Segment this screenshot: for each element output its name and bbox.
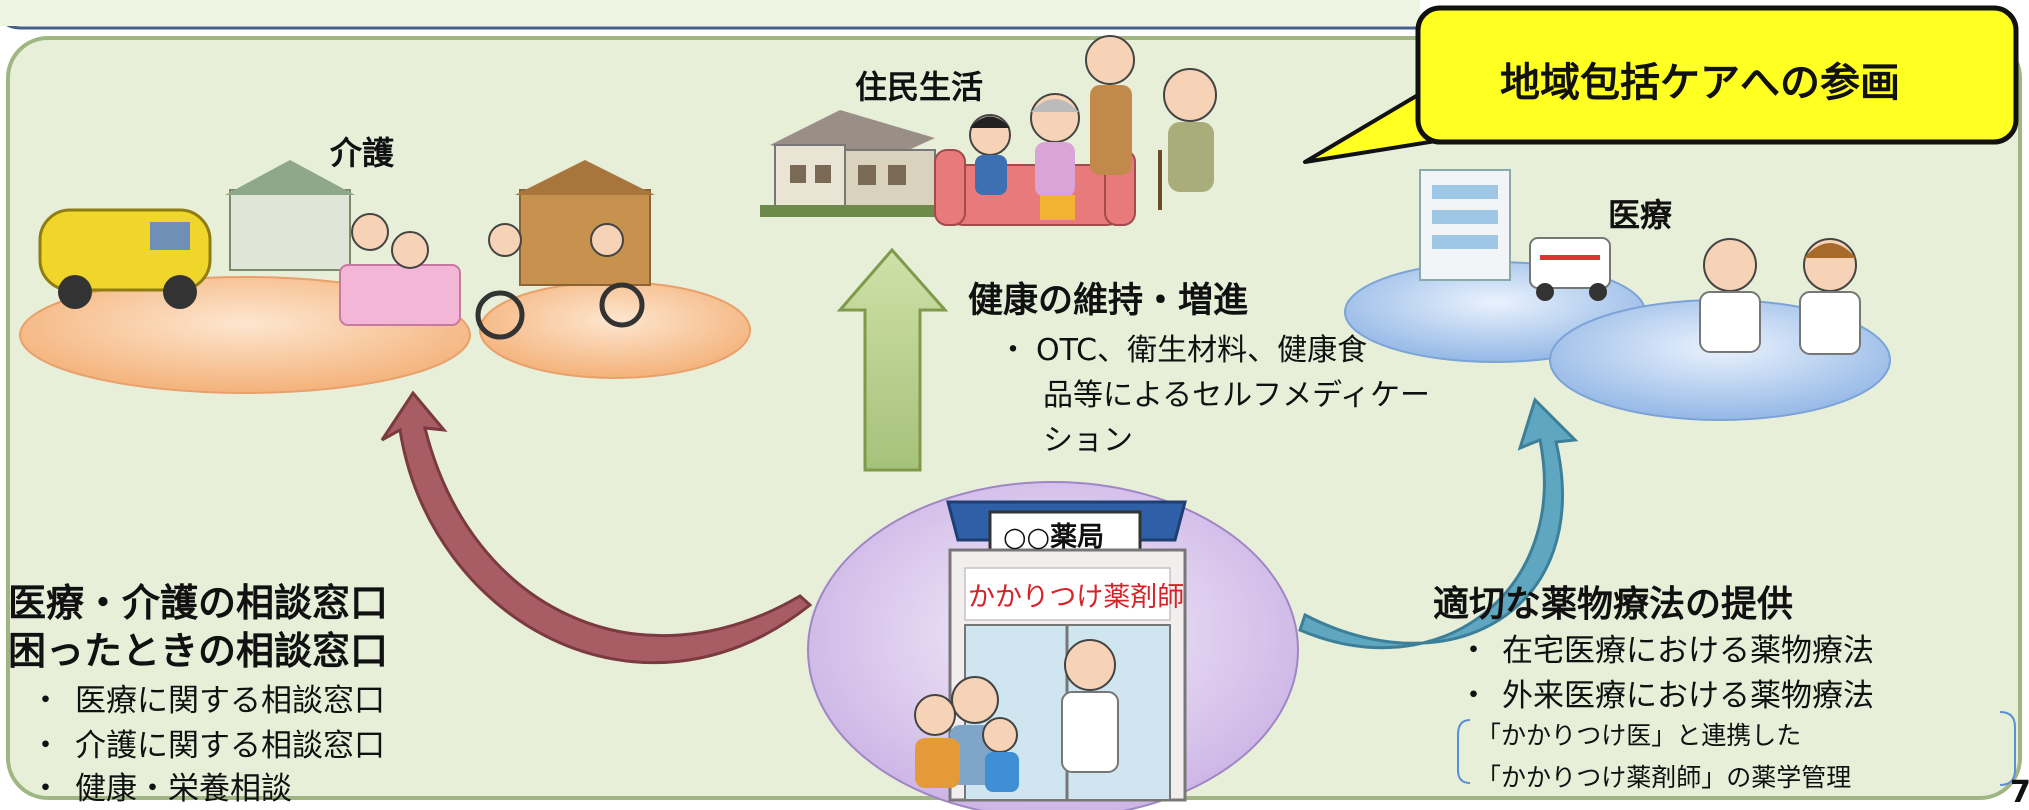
consultation-item-1: 医療に関する相談窓口 (75, 683, 385, 719)
pharmacotherapy-bullet-1: ・ (1458, 633, 1489, 669)
top-frame-fill (0, 0, 1420, 26)
consultation-bullet-1: ・ (30, 683, 61, 719)
pharmacotherapy-item-2: 外来医療における薬物療法 (1502, 678, 1874, 714)
note-bracket-right (1999, 711, 2016, 786)
health-line-1: OTC、衛生材料、健康食 (1036, 333, 1368, 368)
pharmacy-building (914, 500, 1187, 802)
health-bullet-mark: ・ (998, 333, 1028, 368)
consultation-item-3: 健康・栄養相談 (75, 771, 292, 807)
consultation-bullet-2: ・ (30, 728, 61, 764)
pharmacotherapy-item-1: 在宅医療における薬物療法 (1502, 633, 1874, 669)
nursing-ellipse-back (479, 281, 751, 379)
consultation-bullet-3: ・ (30, 771, 61, 807)
callout-title: 地域包括ケアへの参画 (1500, 60, 1900, 106)
pharmacotherapy-bullet-2: ・ (1458, 678, 1489, 714)
note-bracket-left (1457, 719, 1471, 784)
pharmacotherapy-heading: 適切な薬物療法の提供 (1433, 584, 1794, 625)
consultation-heading-1: 医療・介護の相談窓口 (8, 581, 389, 625)
consultation-heading-2: 困ったときの相談窓口 (8, 629, 389, 673)
up-arrow (836, 247, 949, 472)
pharmacotherapy-note-2: 「かかりつけ薬剤師」の薬学管理 (1476, 763, 1852, 792)
callout-bubble (1303, 5, 2019, 164)
health-line-3: ション (1043, 423, 1133, 458)
pharmacy-banner: かかりつけ薬剤師 (968, 582, 1185, 613)
health-line-2: 品等によるセルフメディケー (1043, 378, 1430, 413)
left-curved-arrow (380, 390, 813, 665)
nursing-illustration (38, 160, 655, 340)
pharmacy-sign: ○○薬局 (1003, 522, 1105, 553)
family-illustration (934, 35, 1217, 226)
page-number: 7 (2010, 775, 2029, 810)
resident-life-label: 住民生活 (855, 68, 984, 106)
nursing-care-label: 介護 (330, 134, 395, 172)
health-heading: 健康の維持・増進 (968, 281, 1249, 321)
house-illustration (760, 110, 940, 217)
pharmacotherapy-note-1: 「かかりつけ医」と連携した (1476, 721, 1802, 750)
medical-illustration (1419, 169, 1861, 355)
consultation-item-2: 介護に関する相談窓口 (75, 728, 385, 764)
medical-label: 医療 (1608, 196, 1673, 234)
right-curved-arrow (1298, 397, 1579, 650)
